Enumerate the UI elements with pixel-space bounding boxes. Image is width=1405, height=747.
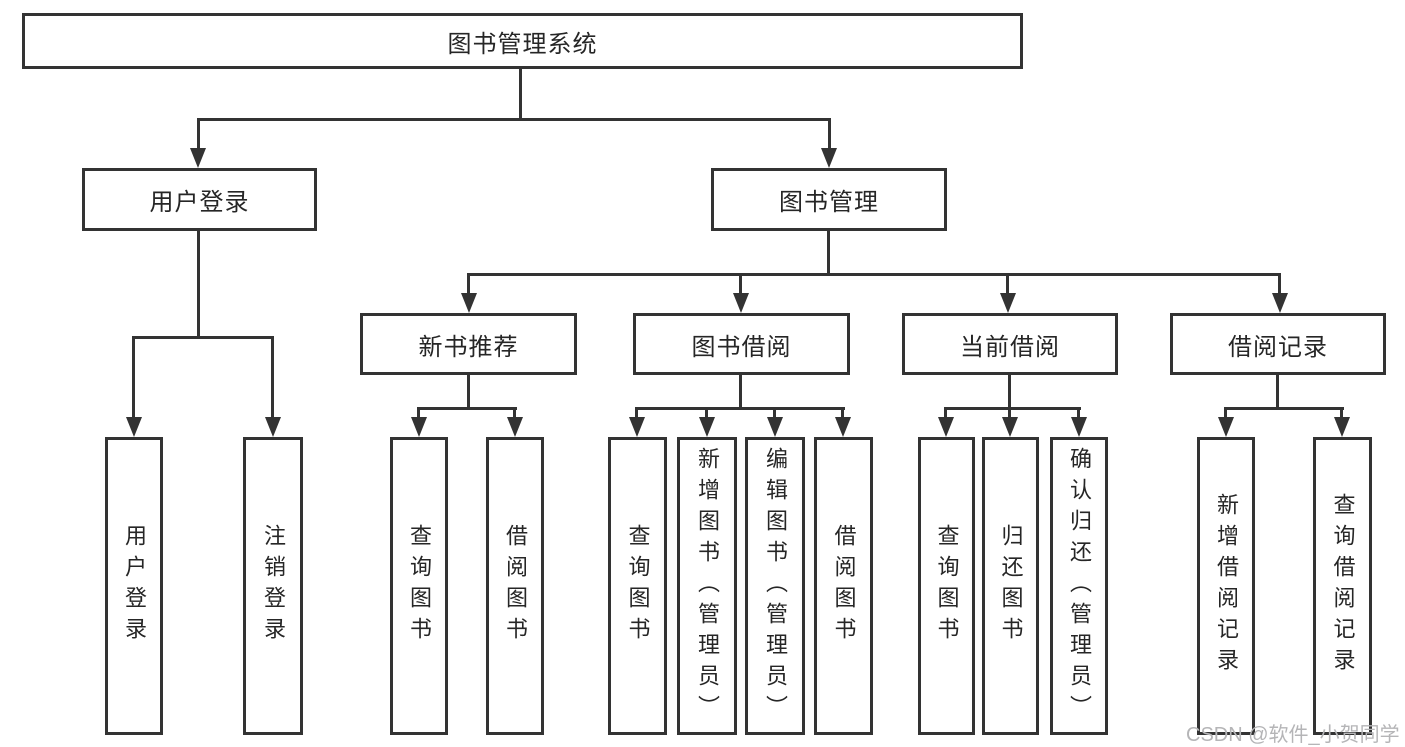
arrow-to-d2 <box>1002 417 1018 437</box>
edge-to-c4 <box>841 407 844 421</box>
arrow-to-user-login <box>190 148 206 168</box>
arrow-to-b1 <box>411 417 427 437</box>
edge-user-login-stem <box>197 231 200 336</box>
leaf-query-borrow-record: 查询借阅记录 <box>1313 437 1372 735</box>
arrow-to-current <box>1000 293 1016 313</box>
edge-to-leaf-user-login <box>132 336 135 419</box>
node-current-borrowing: 当前借阅 <box>902 313 1118 375</box>
edge-to-c3 <box>773 407 776 421</box>
leaf-query-books-current: 查询图书 <box>918 437 975 735</box>
edge-to-e2 <box>1340 407 1343 421</box>
arrow-to-c1 <box>629 417 645 437</box>
node-root-library-system: 图书管理系统 <box>22 13 1023 69</box>
edge-book-mgmt-stem <box>827 231 830 273</box>
leaf-edit-books-admin: 编辑图书（管理员） <box>745 437 805 735</box>
arrow-to-new-rec <box>461 293 477 313</box>
arrow-to-c2 <box>699 417 715 437</box>
edge-current-stem <box>1008 375 1011 407</box>
edge-current-branch <box>944 407 1081 410</box>
edge-new-rec-stem <box>467 375 470 407</box>
edge-to-c1 <box>635 407 638 421</box>
leaf-add-books-admin: 新增图书（管理员） <box>677 437 737 735</box>
edge-to-current <box>1006 273 1009 297</box>
arrow-to-e2 <box>1334 417 1350 437</box>
edge-root-to-user-login <box>197 118 200 152</box>
edge-book-mgmt-branch <box>467 273 1281 276</box>
edge-to-d2 <box>1008 407 1011 421</box>
edge-to-records <box>1278 273 1281 297</box>
edge-borrow-branch <box>635 407 845 410</box>
arrow-to-c4 <box>835 417 851 437</box>
arrow-to-b2 <box>507 417 523 437</box>
edge-root-branch <box>197 118 831 121</box>
node-user-login: 用户登录 <box>82 168 317 231</box>
edge-root-to-book-mgmt <box>828 118 831 152</box>
node-book-management: 图书管理 <box>711 168 947 231</box>
edge-to-c2 <box>705 407 708 421</box>
arrow-to-d3 <box>1071 417 1087 437</box>
edge-root-stem <box>519 69 522 118</box>
leaf-query-books-recommend: 查询图书 <box>390 437 448 735</box>
edge-to-e1 <box>1224 407 1227 421</box>
arrow-to-d1 <box>938 417 954 437</box>
edge-to-new-rec <box>467 273 470 297</box>
node-new-book-recommend: 新书推荐 <box>360 313 577 375</box>
edge-to-b1 <box>417 407 420 421</box>
edge-new-rec-branch <box>417 407 517 410</box>
edge-to-b2 <box>513 407 516 421</box>
edge-to-leaf-logout <box>271 336 274 419</box>
edge-records-stem <box>1276 375 1279 407</box>
node-book-borrowing: 图书借阅 <box>633 313 850 375</box>
csdn-watermark: CSDN @软件_小贺同学 <box>1186 724 1400 746</box>
edge-user-login-branch <box>132 336 274 339</box>
leaf-confirm-return-admin: 确认归还（管理员） <box>1050 437 1108 735</box>
leaf-query-books-borrowing: 查询图书 <box>608 437 667 735</box>
arrow-to-records <box>1272 293 1288 313</box>
arrow-to-borrow <box>733 293 749 313</box>
edge-to-borrow <box>739 273 742 297</box>
edge-records-branch <box>1224 407 1344 410</box>
edge-to-d1 <box>944 407 947 421</box>
leaf-user-login: 用户登录 <box>105 437 163 735</box>
edge-borrow-stem <box>739 375 742 407</box>
arrow-to-leaf-logout <box>265 417 281 437</box>
leaf-return-books: 归还图书 <box>982 437 1039 735</box>
arrow-to-leaf-user-login <box>126 417 142 437</box>
node-borrowing-records: 借阅记录 <box>1170 313 1386 375</box>
edge-to-d3 <box>1077 407 1080 421</box>
arrow-to-book-mgmt <box>821 148 837 168</box>
leaf-borrow-books-borrowing: 借阅图书 <box>814 437 873 735</box>
leaf-add-borrow-record: 新增借阅记录 <box>1197 437 1255 735</box>
arrow-to-e1 <box>1218 417 1234 437</box>
leaf-borrow-books-recommend: 借阅图书 <box>486 437 544 735</box>
leaf-logout: 注销登录 <box>243 437 303 735</box>
arrow-to-c3 <box>767 417 783 437</box>
